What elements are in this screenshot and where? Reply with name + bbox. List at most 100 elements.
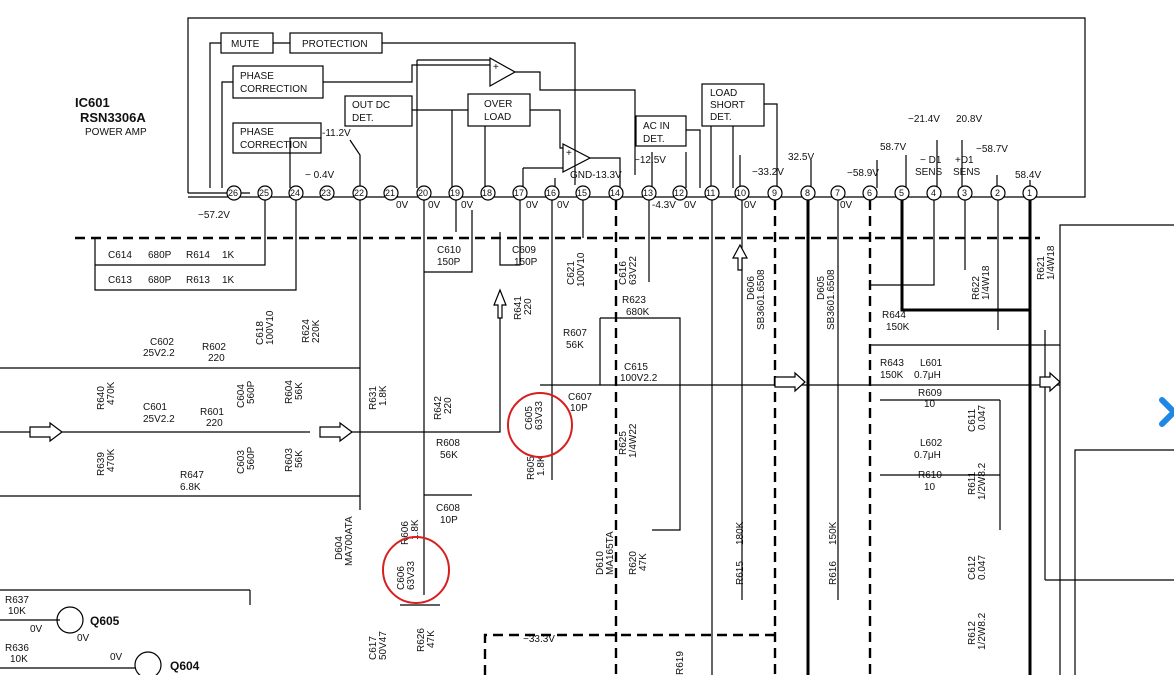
pin-26 bbox=[226, 185, 242, 201]
phase2-label-b: CORRECTION bbox=[240, 140, 307, 151]
mute-label: MUTE bbox=[231, 39, 260, 50]
svg-text:220: 220 bbox=[208, 353, 225, 364]
svg-text:5: 5 bbox=[899, 188, 904, 198]
acin-label-b: DET. bbox=[643, 134, 665, 145]
svg-text:0V: 0V bbox=[461, 200, 474, 211]
svg-text:11: 11 bbox=[706, 188, 715, 198]
svg-text:R637: R637 bbox=[5, 595, 29, 606]
svg-text:R626: R626 bbox=[416, 628, 427, 652]
svg-text:56K: 56K bbox=[294, 450, 305, 468]
svg-text:220K: 220K bbox=[311, 319, 322, 343]
svg-text:560P: 560P bbox=[246, 380, 257, 404]
svg-text:+: + bbox=[566, 148, 572, 159]
svg-text:22: 22 bbox=[354, 188, 364, 198]
svg-text:220: 220 bbox=[443, 397, 454, 414]
svg-text:C604: C604 bbox=[236, 384, 247, 408]
svg-text:MA700ATA: MA700ATA bbox=[344, 516, 355, 566]
svg-text:25: 25 bbox=[259, 188, 269, 198]
svg-text:0.047: 0.047 bbox=[977, 405, 988, 430]
svg-text:100V2.2: 100V2.2 bbox=[620, 373, 658, 384]
svg-text:63V22: 63V22 bbox=[628, 256, 639, 285]
svg-text:0V: 0V bbox=[77, 633, 90, 644]
svg-text:12: 12 bbox=[674, 188, 684, 198]
svg-text:470K: 470K bbox=[106, 448, 117, 472]
svg-text:1/2W8.2: 1/2W8.2 bbox=[977, 462, 988, 500]
svg-text:680P: 680P bbox=[148, 250, 172, 261]
svg-text:+D1: +D1 bbox=[955, 155, 974, 166]
svg-text:R605: R605 bbox=[526, 456, 537, 480]
svg-text:47K: 47K bbox=[638, 553, 649, 571]
svg-text:R619: R619 bbox=[675, 651, 686, 675]
highlight-c605 bbox=[507, 392, 573, 458]
svg-text:R614: R614 bbox=[186, 250, 210, 261]
svg-text:R606: R606 bbox=[400, 521, 411, 545]
next-chevron-icon[interactable] bbox=[1159, 397, 1174, 427]
svg-text:0V: 0V bbox=[110, 652, 123, 663]
svg-text:0V: 0V bbox=[557, 200, 570, 211]
svg-text:GND-13.3V: GND-13.3V bbox=[570, 170, 622, 181]
svg-text:C606: C606 bbox=[396, 566, 407, 590]
svg-text:150P: 150P bbox=[514, 257, 538, 268]
svg-text:−33.2V: −33.2V bbox=[752, 167, 784, 178]
svg-text:R611: R611 bbox=[967, 471, 978, 495]
phase1-label-b: CORRECTION bbox=[240, 84, 307, 95]
svg-text:-4.3V: -4.3V bbox=[652, 200, 676, 211]
svg-text:25V2.2: 25V2.2 bbox=[143, 348, 175, 359]
svg-text:R616: R616 bbox=[828, 561, 839, 585]
svg-text:− 0.4V: − 0.4V bbox=[305, 170, 335, 181]
svg-text:R604: R604 bbox=[284, 380, 295, 404]
protection-label: PROTECTION bbox=[302, 39, 368, 50]
svg-text:2: 2 bbox=[995, 188, 1000, 198]
svg-text:SENS: SENS bbox=[953, 167, 981, 178]
voltage-labels: -11.2V − 0.4V −57.2V GND-13.3V −12.5V -4… bbox=[198, 114, 1041, 221]
svg-text:R623: R623 bbox=[622, 295, 646, 306]
highlight-c606 bbox=[382, 536, 450, 604]
svg-text:C605: C605 bbox=[524, 406, 535, 430]
svg-text:1.8K: 1.8K bbox=[378, 385, 389, 406]
svg-text:1K: 1K bbox=[222, 275, 235, 286]
svg-text:R613: R613 bbox=[186, 275, 210, 286]
svg-text:R644: R644 bbox=[882, 310, 906, 321]
svg-text:9: 9 bbox=[772, 188, 777, 198]
svg-text:−57.2V: −57.2V bbox=[198, 210, 230, 221]
pin-12 bbox=[672, 185, 688, 201]
out-dc-det-block: OUT DC DET. bbox=[344, 95, 413, 127]
svg-text:47K: 47K bbox=[426, 630, 437, 648]
outdc-label-a: OUT DC bbox=[352, 100, 390, 111]
svg-text:1.8K: 1.8K bbox=[536, 455, 547, 476]
svg-text:D610: D610 bbox=[595, 551, 606, 575]
svg-text:58.4V: 58.4V bbox=[1015, 170, 1041, 181]
svg-text:R647: R647 bbox=[180, 470, 204, 481]
svg-text:0V: 0V bbox=[30, 624, 43, 635]
svg-text:Q605: Q605 bbox=[90, 614, 120, 628]
svg-text:C618: C618 bbox=[255, 321, 266, 345]
svg-text:3: 3 bbox=[962, 188, 967, 198]
svg-text:50V47: 50V47 bbox=[378, 631, 389, 660]
svg-text:6: 6 bbox=[867, 188, 872, 198]
svg-text:6.8K: 6.8K bbox=[180, 482, 201, 493]
svg-text:R602: R602 bbox=[202, 342, 226, 353]
svg-text:−21.4V: −21.4V bbox=[908, 114, 940, 125]
svg-text:20.8V: 20.8V bbox=[956, 114, 982, 125]
svg-text:13: 13 bbox=[643, 188, 653, 198]
svg-text:D606: D606 bbox=[746, 276, 757, 300]
svg-text:14: 14 bbox=[610, 188, 620, 198]
svg-text:10P: 10P bbox=[440, 515, 458, 526]
svg-text:C612: C612 bbox=[967, 556, 978, 580]
svg-text:SB3601.6508: SB3601.6508 bbox=[826, 269, 837, 330]
svg-text:20: 20 bbox=[418, 188, 428, 198]
svg-text:16: 16 bbox=[546, 188, 556, 198]
svg-text:+: + bbox=[493, 62, 499, 73]
svg-text:R639: R639 bbox=[96, 452, 107, 476]
svg-text:MA165TA: MA165TA bbox=[605, 531, 616, 575]
svg-text:0V: 0V bbox=[684, 200, 697, 211]
svg-text:C608: C608 bbox=[436, 503, 460, 514]
svg-text:C621: C621 bbox=[566, 261, 577, 285]
svg-text:C617: C617 bbox=[368, 636, 379, 660]
svg-text:150K: 150K bbox=[828, 521, 839, 545]
svg-text:0.7μH: 0.7μH bbox=[914, 450, 941, 461]
svg-text:R612: R612 bbox=[967, 621, 978, 645]
opamp-upper bbox=[489, 56, 517, 88]
svg-text:R615: R615 bbox=[735, 561, 746, 585]
svg-text:56K: 56K bbox=[566, 340, 584, 351]
